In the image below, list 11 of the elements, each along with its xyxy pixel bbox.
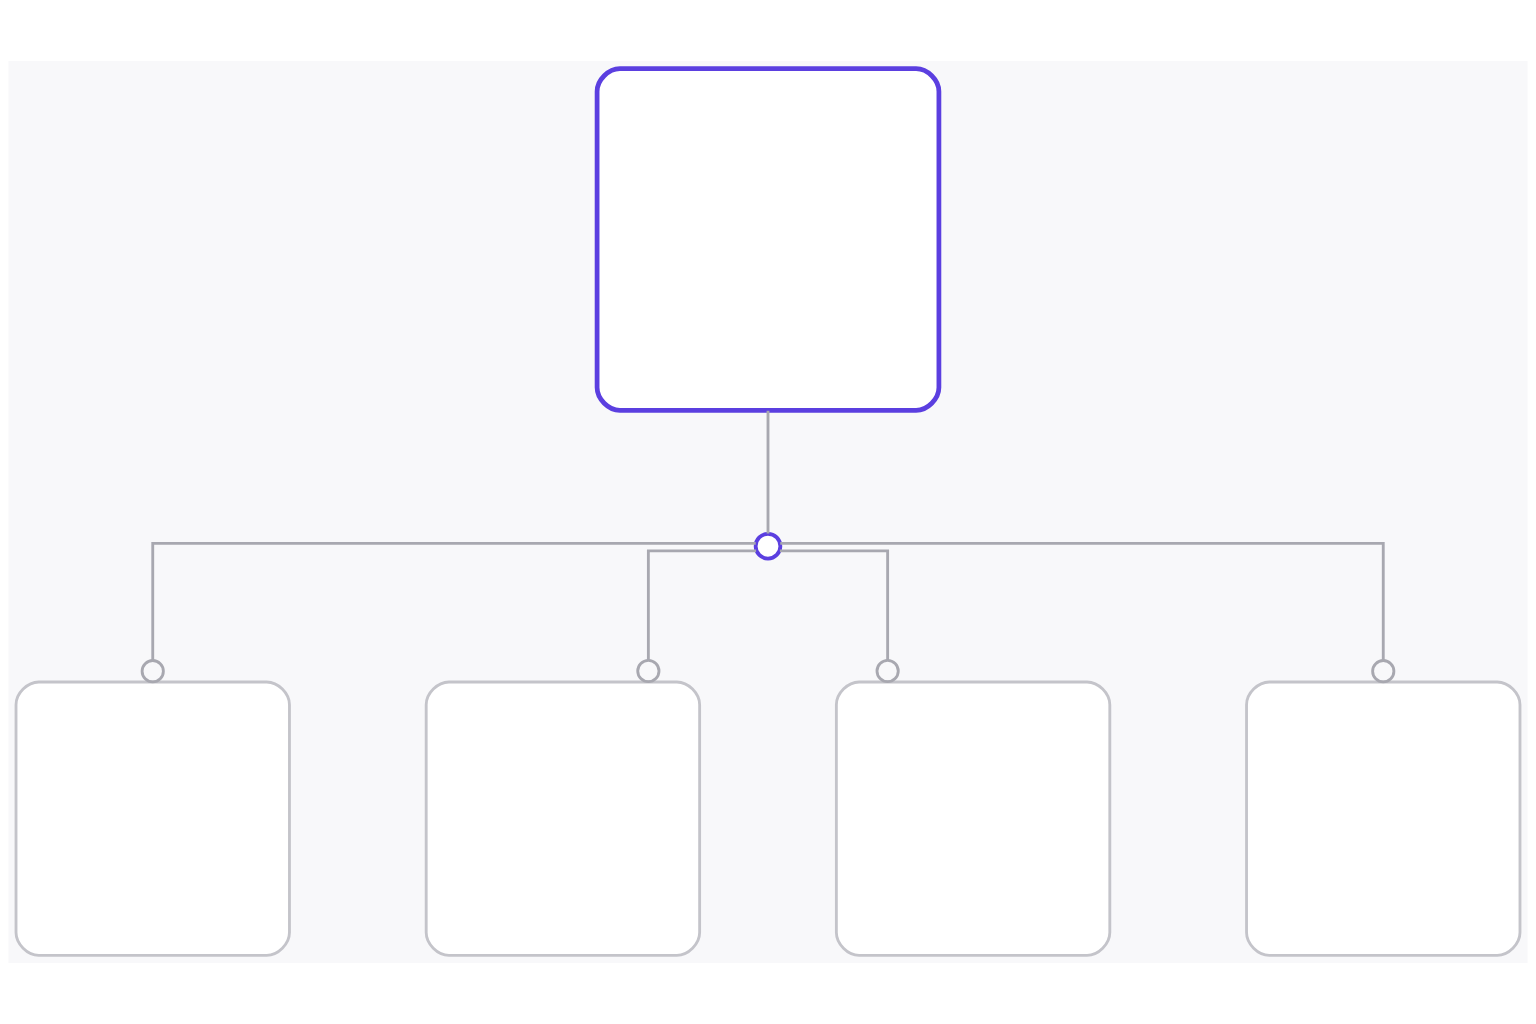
connector <box>779 549 900 684</box>
node-box <box>424 680 702 957</box>
connector <box>766 410 770 534</box>
node-box <box>14 680 291 957</box>
node-box <box>594 66 942 413</box>
node-box <box>1245 680 1522 957</box>
connector <box>140 541 756 684</box>
node-box <box>834 680 1112 957</box>
connector <box>636 549 757 684</box>
connector <box>780 541 1396 684</box>
node-circle <box>753 531 783 561</box>
